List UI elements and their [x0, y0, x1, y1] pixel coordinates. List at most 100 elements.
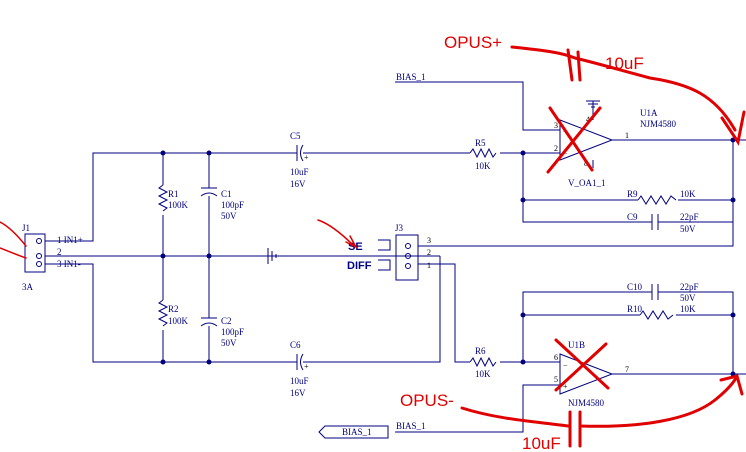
capacitor-icon — [200, 317, 218, 327]
c1-value: 100pF — [221, 200, 244, 210]
r2-ref: R2 — [168, 304, 179, 314]
wire-bias-top — [395, 81, 560, 131]
c9-value: 22pF — [680, 212, 699, 222]
resistor-r1: R1 100K — [157, 184, 189, 212]
junction — [730, 197, 736, 203]
r1-ref: R1 — [168, 189, 179, 199]
port-bias: BIAS_1 — [318, 425, 389, 439]
capacitor-icon — [290, 353, 306, 371]
pin-icon — [36, 238, 42, 244]
wires — [45, 81, 746, 433]
junction — [206, 359, 212, 365]
annotation-arrow-top — [510, 45, 737, 132]
ground-icon — [267, 248, 277, 264]
minus-sign: − — [563, 149, 568, 158]
u1b-pin7: 7 — [625, 365, 629, 374]
resistor-icon — [157, 184, 169, 212]
port-bias-label: BIAS_1 — [342, 427, 372, 437]
resistor-icon — [469, 356, 497, 368]
resistor-r2: R2 100K — [157, 299, 189, 327]
net-bias-top: BIAS_1 — [396, 72, 426, 82]
r6-value: 10K — [475, 369, 491, 379]
connector-j1: J1 3A 1 IN1+ 2 3 IN1- — [22, 223, 83, 292]
connector-j1-body — [24, 233, 46, 273]
resistor-r5: R5 10K — [469, 138, 497, 171]
capacitor-c5: + C5 10uF 16V — [290, 131, 309, 189]
c6-value: 10uF — [290, 376, 309, 386]
c6-ref: C6 — [290, 340, 301, 350]
u1b-ref: U1B — [568, 340, 585, 350]
r6-ref: R6 — [475, 346, 486, 356]
annotation-arrowhead-bottom — [719, 374, 744, 396]
j1-pin3: 3 IN1- — [57, 259, 81, 269]
capacitor-c2: C2 100pF 50V — [200, 316, 244, 348]
r1-value: 100K — [168, 200, 189, 210]
resistor-r10: R10 10K — [627, 304, 696, 320]
wire-in-minus — [45, 263, 290, 363]
r5-ref: R5 — [475, 138, 486, 148]
capacitor-c9: C9 22pF 50V — [627, 212, 699, 234]
opamp-icon — [559, 119, 614, 161]
c5-ref: C5 — [290, 131, 301, 141]
resistor-r6: R6 10K — [469, 346, 497, 379]
pin-icon — [405, 263, 411, 269]
opamp-u1a: + − 3 2 1 4 8 U1A NJM4580 V_OA1_1 — [554, 100, 677, 188]
capacitor-icon — [290, 144, 306, 162]
c9-voltage: 50V — [680, 224, 696, 234]
j3-pin3: 3 — [427, 236, 431, 245]
r9-value: 10K — [680, 189, 696, 199]
connector-j3-body — [395, 234, 419, 281]
u1a-pin4: 4 — [586, 115, 590, 124]
wire-fb-bottom — [522, 291, 734, 362]
ground-icon — [586, 100, 600, 112]
r10-ref: R10 — [627, 304, 643, 314]
j3-pin2: 2 — [427, 248, 431, 257]
c10-ref: C10 — [627, 282, 643, 292]
j1-pin1: 1 IN1+ — [57, 235, 83, 245]
wire-c9-out — [662, 200, 734, 223]
wire-in-plus — [45, 152, 290, 242]
wire-j3-pin1 — [418, 263, 470, 363]
c10-value: 22pF — [680, 282, 699, 292]
u1b-pin5: 5 — [554, 375, 558, 384]
pin-icon — [36, 261, 42, 267]
j1-ref: J1 — [22, 223, 30, 233]
wire-c6-j3 — [306, 256, 441, 363]
junctions — [160, 137, 736, 377]
port-shape — [318, 425, 389, 439]
opamp-icon — [559, 353, 614, 395]
junction — [520, 150, 526, 156]
minus-sign: − — [563, 361, 568, 370]
c1-ref: C1 — [221, 189, 232, 199]
u1a-part: NJM4580 — [640, 119, 677, 129]
resistor-icon — [157, 299, 169, 327]
u1a-pin3: 3 — [554, 121, 558, 130]
resistor-r9: R9 10K — [627, 189, 696, 205]
capacitor-c1: C1 100pF 50V — [200, 187, 244, 221]
annotation-cap-bottom — [568, 410, 582, 448]
annotation-arrowhead-top — [720, 110, 746, 146]
wire-fb-top — [522, 153, 648, 223]
junction — [160, 253, 166, 259]
u1b-part: NJM4580 — [568, 398, 605, 408]
c1-voltage: 50V — [221, 211, 237, 221]
annotation-arrow-se — [317, 219, 358, 249]
connector-j3: J3 3 2 1 SE DIFF — [347, 223, 431, 281]
net-bias-bottom: BIAS_1 — [396, 421, 426, 431]
cross-mark-icon — [546, 106, 602, 174]
c9-ref: C9 — [627, 212, 638, 222]
junction — [160, 150, 166, 156]
c10-voltage: 50V — [680, 293, 696, 303]
annotation-arrow-left — [0, 221, 27, 259]
junction — [206, 253, 212, 259]
c5-value: 10uF — [290, 167, 309, 177]
u1a-ref: U1A — [640, 108, 658, 118]
resistor-icon — [639, 310, 674, 320]
r10-value: 10K — [680, 304, 696, 314]
annotation-cap-top — [566, 48, 582, 82]
r2-value: 100K — [168, 316, 189, 326]
junction — [160, 359, 166, 365]
c2-voltage: 50V — [221, 338, 237, 348]
c5-voltage: 16V — [290, 179, 306, 189]
pin-icon — [36, 253, 42, 259]
